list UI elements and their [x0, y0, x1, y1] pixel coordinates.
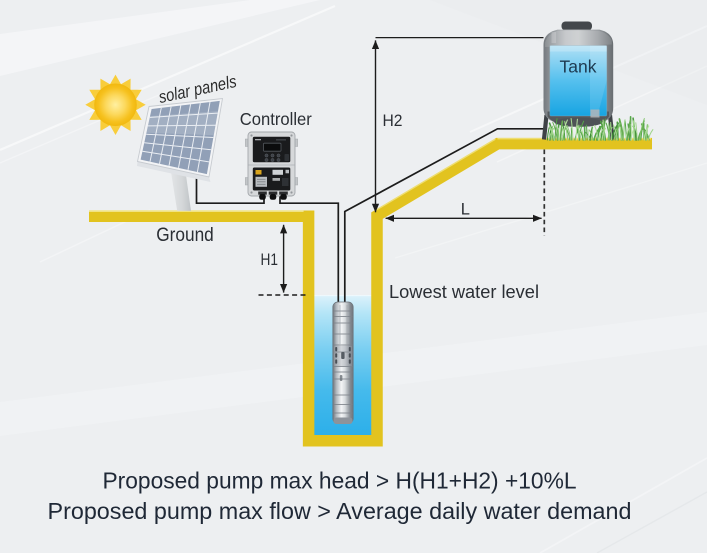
rect-decor-12: [272, 169, 283, 175]
path-decor-9: [545, 30, 612, 47]
rect-decor-21: [280, 194, 287, 200]
rect-decor-8: [276, 139, 286, 141]
circle-decor-8: [264, 158, 269, 162]
path-decor-6: [539, 457, 707, 553]
ground-highlight-slope: [373, 138, 496, 212]
solar-panel: [136, 97, 224, 211]
grass-blades-14: [558, 118, 622, 141]
rect-decor-19: [269, 194, 277, 200]
path-decor-7: [596, 491, 707, 553]
h2-label: H2: [383, 112, 403, 130]
rect-decor-13: [285, 169, 289, 174]
rect-decor-33: [590, 109, 600, 118]
formulas: Proposed pump max head > H(H1+H2) +10%L …: [48, 467, 632, 524]
rect-decor-14: [272, 178, 280, 181]
rect-decor-27: [348, 353, 351, 358]
polygon-decor-1: [0, 0, 320, 76]
ground-profile: [89, 137, 652, 447]
rect-decor-16: [258, 191, 267, 195]
controller-to-pump-cable: [279, 196, 340, 303]
rect-decor-9: [284, 154, 289, 161]
wiring: [195, 127, 544, 303]
rect-decor-29: [341, 352, 345, 359]
rect-decor-34: [551, 32, 556, 43]
rect-decor-15: [282, 178, 289, 186]
controller-label: Controller: [240, 109, 312, 129]
rect-decor-24: [335, 353, 338, 358]
rect-decor-7: [255, 139, 261, 141]
sun-icon: [85, 74, 146, 135]
rect-decor-30: [339, 375, 343, 381]
panel-grid: [142, 101, 218, 173]
circle-decor-10: [276, 158, 281, 162]
sun-core: [94, 83, 137, 127]
controller-display: [263, 142, 282, 152]
circle-decor-5: [264, 153, 269, 158]
circle-decor-3: [250, 191, 253, 194]
submersible-pump: [332, 301, 354, 424]
panel-side-face: [137, 161, 211, 182]
circle-decor-7: [276, 153, 281, 158]
rect-decor-26: [348, 347, 351, 352]
path-decor-5: [394, 162, 707, 259]
circle-decor-2: [290, 134, 293, 137]
rect-decor-23: [335, 347, 338, 352]
controller-box: [245, 131, 298, 200]
path-decor-2: [0, 85, 181, 164]
water-tank: Tank: [541, 21, 615, 140]
h1-label: H1: [261, 250, 279, 269]
panel-to-controller-wire: [195, 177, 265, 205]
tank-leg-left: [541, 114, 549, 140]
rect-decor-28: [348, 359, 351, 364]
rect-decor-20: [279, 191, 288, 195]
panel-sheen: [146, 111, 218, 136]
rect-decor-17: [259, 194, 266, 200]
circle-decor-6: [270, 153, 275, 158]
tank-label: Tank: [560, 57, 597, 77]
circle-decor-4: [290, 191, 293, 194]
rect-decor-10: [255, 170, 262, 175]
controller-cable-glands: [258, 191, 288, 200]
grass-blades-11: [602, 119, 649, 141]
grass-blades-13: [549, 120, 636, 141]
l-label: L: [461, 201, 470, 219]
ellipse-decor-1: [554, 117, 603, 127]
path-decor-1: [0, 4, 336, 152]
formula-max-flow: Proposed pump max flow > Average daily w…: [48, 498, 632, 524]
ground-line: [89, 137, 652, 447]
formula-max-head: Proposed pump max head > H(H1+H2) +10%L: [103, 467, 577, 493]
rect-decor-25: [335, 359, 338, 364]
rect-decor-32: [549, 45, 607, 52]
tank-cap: [561, 21, 592, 31]
grass-blades-12: [548, 120, 654, 141]
tank-window: [549, 45, 608, 117]
circle-decor-9: [270, 158, 275, 162]
lowest-water-level-label: Lowest water level: [389, 281, 539, 302]
pump-to-tank-pipe: [343, 127, 544, 303]
rect-decor-31: [333, 417, 353, 424]
rect-decor-18: [268, 191, 278, 195]
grass-blades-9: [555, 118, 645, 141]
ground-label: Ground: [156, 225, 214, 246]
polygon-decor-4: [590, 45, 607, 116]
circle-decor-1: [250, 134, 253, 137]
grass: [546, 116, 654, 141]
grass-blades-15: [561, 118, 650, 141]
dimensions: [258, 36, 546, 296]
